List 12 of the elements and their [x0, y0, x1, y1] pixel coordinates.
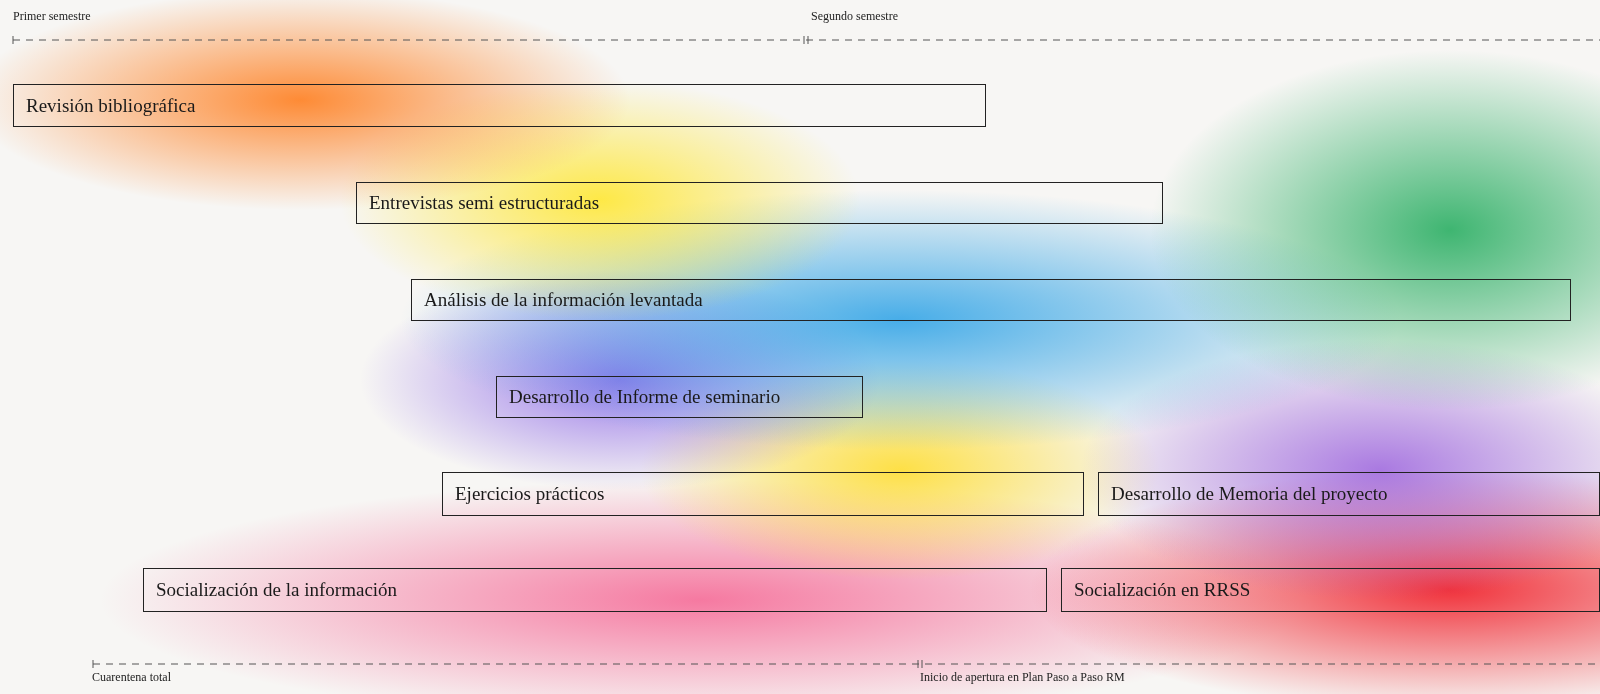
- activity-bar: Entrevistas semi estructuradas: [356, 182, 1163, 224]
- period-label: Inicio de apertura en Plan Paso a Paso RM: [920, 670, 1125, 685]
- period-label: Segundo semestre: [811, 9, 898, 24]
- activity-bar: Desarrollo de Informe de seminario: [496, 376, 863, 418]
- period-label: Cuarentena total: [92, 670, 171, 685]
- period-label: Primer semestre: [13, 9, 91, 24]
- activity-bar: Ejercicios prácticos: [442, 472, 1084, 516]
- activity-bar: Desarrollo de Memoria del proyecto: [1098, 472, 1600, 516]
- activity-bar: Socialización de la información: [143, 568, 1047, 612]
- activity-bar: Análisis de la información levantada: [411, 279, 1571, 321]
- activity-bar: Revisión bibliográfica: [13, 84, 986, 127]
- activity-bar: Socialización en RRSS: [1061, 568, 1600, 612]
